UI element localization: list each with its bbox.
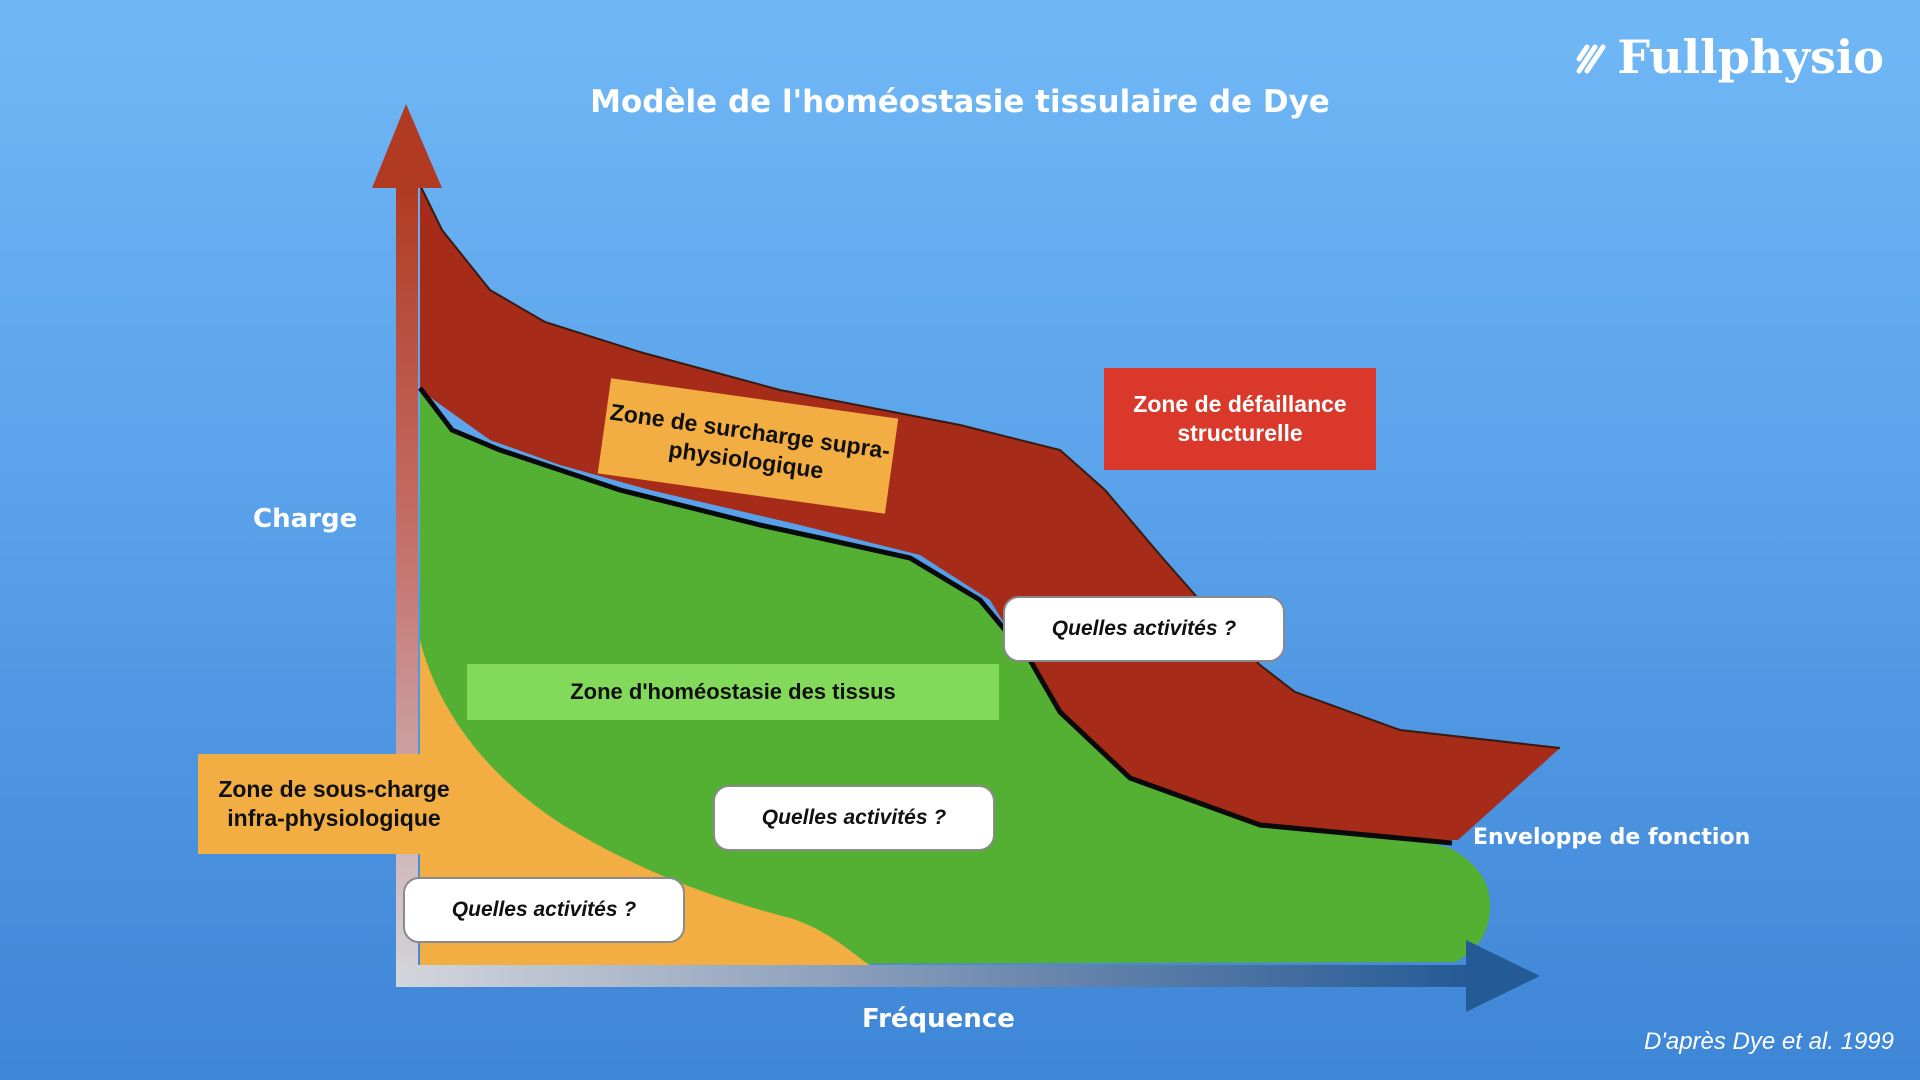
activities-question-infra: Quelles activités ? — [403, 877, 685, 943]
brand-logo: Fullphysio — [1573, 30, 1884, 84]
source-credit: D'après Dye et al. 1999 — [1643, 1028, 1894, 1055]
x-axis-label: Fréquence — [862, 1004, 1015, 1034]
diagram-title: Modèle de l'homéostasie tissulaire de Dy… — [590, 84, 1330, 120]
zone-structural-failure-box: Zone de défaillance structurelle — [1104, 368, 1376, 470]
zone-infra-physiological-box: Zone de sous-charge infra-physiologique — [198, 754, 470, 854]
activities-question-homeostasis: Quelles activités ? — [713, 785, 995, 851]
failure-upper-boundary — [419, 184, 1561, 749]
y-axis-label: Charge — [253, 504, 358, 534]
x-axis-arrowhead — [1466, 940, 1540, 1012]
envelope-of-function-label: Enveloppe de fonction — [1473, 825, 1751, 850]
y-axis — [396, 180, 418, 985]
y-axis-arrowhead — [372, 104, 442, 188]
zone-homeostasis-box: Zone d'homéostasie des tissus — [467, 664, 999, 720]
brand-name: Fullphysio — [1617, 30, 1884, 84]
homeostasis-upper-boundary — [418, 386, 1453, 846]
x-axis — [396, 965, 1476, 987]
activities-question-supra: Quelles activités ? — [1003, 596, 1285, 662]
supra-physiological-region — [420, 185, 1560, 840]
slash-stripes-icon — [1576, 44, 1606, 74]
